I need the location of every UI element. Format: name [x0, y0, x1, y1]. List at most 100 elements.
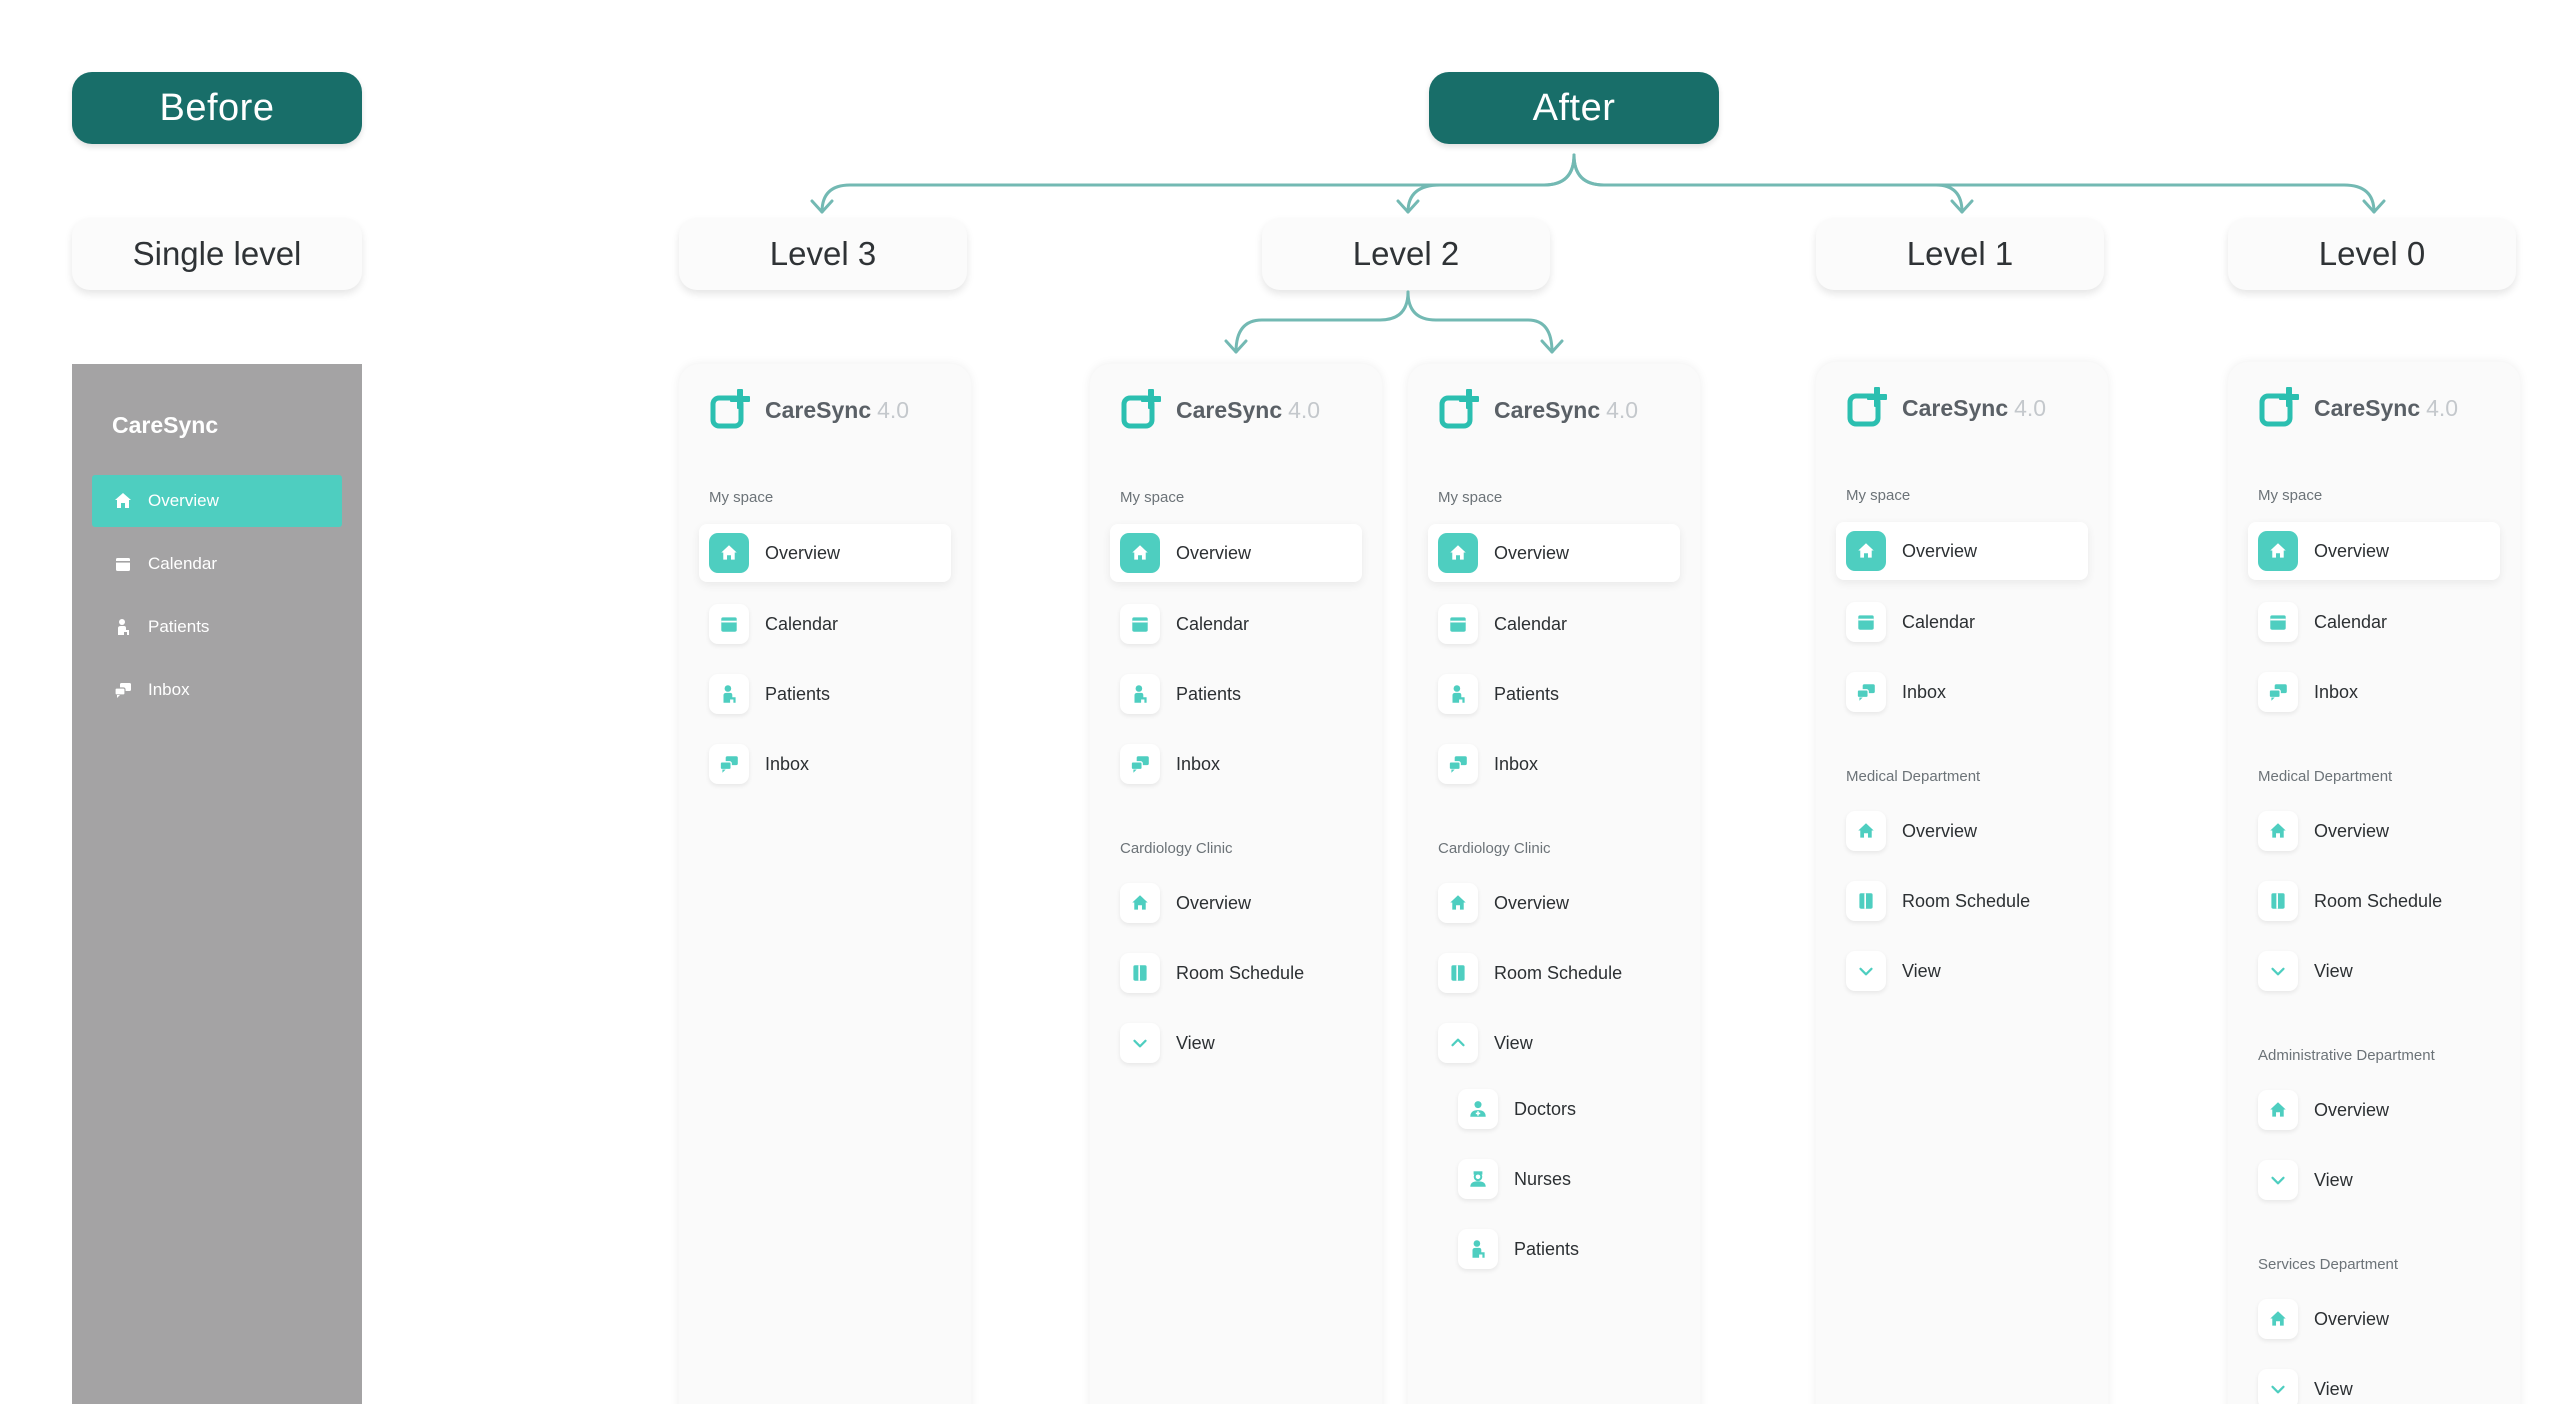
nav-item-room-schedule[interactable]: Room Schedule [1110, 944, 1362, 1002]
brand-name: CareSync [1176, 396, 1283, 423]
section-cardiology-clinic: Cardiology Clinic [1120, 840, 1233, 857]
nav-item-medical-view[interactable]: View [2248, 942, 2500, 1000]
logo-icon [1121, 389, 1161, 429]
nav-item-calendar[interactable]: Calendar [1110, 595, 1362, 653]
chevron-down-icon [2258, 951, 2298, 991]
before-item-overview[interactable]: Overview [92, 475, 342, 527]
before-item-patients[interactable]: Patients [92, 601, 342, 653]
nav-subitem-doctors[interactable]: Doctors [1448, 1080, 1680, 1138]
section-my-space: My space [1438, 489, 1503, 506]
before-item-label: Inbox [148, 680, 190, 699]
nav-item-calendar[interactable]: Calendar [1836, 593, 2088, 651]
nav-item-clinic-overview[interactable]: Overview [1110, 874, 1362, 932]
nav-item-admin-overview[interactable]: Overview [2248, 1081, 2500, 1139]
door-icon [2258, 881, 2298, 921]
nav-item-services-overview[interactable]: Overview [2248, 1290, 2500, 1348]
nav-item-patients[interactable]: Patients [699, 665, 951, 723]
nav-item-inbox[interactable]: Inbox [1110, 735, 1362, 793]
nav-item-overview[interactable]: Overview [699, 524, 951, 582]
panel-level-2-expanded: CareSync 4.0 My space Overview Calendar … [1408, 364, 1700, 1404]
section-my-space: My space [2258, 487, 2323, 504]
nav-item-overview[interactable]: Overview [2248, 522, 2500, 580]
brand-logo: CareSync 4.0 [1120, 388, 1320, 432]
nav-subitem-nurses[interactable]: Nurses [1448, 1150, 1680, 1208]
home-icon [1120, 533, 1160, 573]
nav-item-label: Calendar [1176, 613, 1250, 634]
nav-item-label: Patients [1176, 683, 1242, 704]
nav-item-patients[interactable]: Patients [1110, 665, 1362, 723]
nav-item-label: View [1902, 960, 1941, 981]
nav-item-label: Overview [1494, 542, 1570, 563]
inbox-icon [1846, 672, 1886, 712]
nav-item-calendar[interactable]: Calendar [2248, 593, 2500, 651]
nav-item-label: Inbox [765, 753, 810, 774]
nav-item-label: Overview [1902, 540, 1978, 561]
nav-item-label: Overview [1176, 892, 1252, 913]
chevron-down-icon [2258, 1369, 2298, 1404]
section-my-space: My space [709, 489, 774, 506]
patient-icon [709, 674, 749, 714]
nav-item-label: Patients [1494, 683, 1560, 704]
nav-item-view-toggle[interactable]: View [1110, 1014, 1362, 1072]
home-icon [2258, 811, 2298, 851]
door-icon [1846, 881, 1886, 921]
before-item-label: Overview [148, 491, 219, 510]
nav-item-clinic-overview[interactable]: Overview [1428, 874, 1680, 932]
brand-name: CareSync [765, 396, 872, 423]
nav-item-room-schedule[interactable]: Room Schedule [1428, 944, 1680, 1002]
calendar-icon [709, 604, 749, 644]
panel-level-1: CareSync 4.0 My space Overview Calendar … [1816, 362, 2108, 1404]
home-icon [1846, 811, 1886, 851]
nav-item-dept-overview[interactable]: Overview [1836, 802, 2088, 860]
before-item-inbox[interactable]: Inbox [92, 664, 342, 716]
nav-subitem-patients[interactable]: Patients [1448, 1220, 1680, 1278]
nav-item-overview[interactable]: Overview [1110, 524, 1362, 582]
nav-item-calendar[interactable]: Calendar [1428, 595, 1680, 653]
panel-level-0: CareSync 4.0 My space Overview Calendar … [2228, 362, 2520, 1404]
chevron-down-icon [1120, 1023, 1160, 1063]
brand-logo: CareSync 4.0 [1438, 388, 1638, 432]
panel-level-3: CareSync 4.0 My space Overview Calendar … [679, 364, 971, 1404]
nav-item-calendar[interactable]: Calendar [699, 595, 951, 653]
nav-item-label: Overview [765, 542, 841, 563]
nav-item-room-schedule[interactable]: Room Schedule [2248, 872, 2500, 930]
panel-level-2-collapsed: CareSync 4.0 My space Overview Calendar … [1090, 364, 1382, 1404]
inbox-icon [1120, 744, 1160, 784]
nav-item-patients[interactable]: Patients [1428, 665, 1680, 723]
section-my-space: My space [1846, 487, 1911, 504]
before-item-label: Patients [148, 617, 210, 636]
nav-item-label: Overview [1494, 892, 1570, 913]
nav-item-label: Calendar [1494, 613, 1568, 634]
nav-item-inbox[interactable]: Inbox [1428, 735, 1680, 793]
nav-item-view-toggle[interactable]: View [1428, 1014, 1680, 1072]
after-label: After [1429, 72, 1719, 144]
calendar-icon [2258, 602, 2298, 642]
chevron-up-icon [1438, 1023, 1478, 1063]
nav-item-view-toggle[interactable]: View [1836, 942, 2088, 1000]
nav-item-label: Room Schedule [1494, 962, 1623, 983]
logo-icon [2259, 387, 2299, 427]
nav-item-overview[interactable]: Overview [1428, 524, 1680, 582]
nav-item-medical-overview[interactable]: Overview [2248, 802, 2500, 860]
brand-version: 4.0 [1606, 396, 1639, 423]
brand-version: 4.0 [1288, 396, 1321, 423]
nav-item-inbox[interactable]: Inbox [699, 735, 951, 793]
brand-name: CareSync [1902, 394, 2009, 421]
nav-item-admin-view[interactable]: View [2248, 1151, 2500, 1209]
before-item-calendar[interactable]: Calendar [92, 538, 342, 590]
brand-name: CareSync [1494, 396, 1601, 423]
nav-item-inbox[interactable]: Inbox [2248, 663, 2500, 721]
section-cardiology-clinic: Cardiology Clinic [1438, 840, 1551, 857]
home-icon [112, 490, 134, 512]
home-icon [2258, 1299, 2298, 1339]
nav-item-inbox[interactable]: Inbox [1836, 663, 2088, 721]
door-icon [1120, 953, 1160, 993]
section-medical-department: Medical Department [2258, 768, 2393, 785]
nav-item-services-view[interactable]: View [2248, 1360, 2500, 1404]
nav-item-overview[interactable]: Overview [1836, 522, 2088, 580]
patient-icon [1458, 1229, 1498, 1269]
nav-item-label: View [1494, 1032, 1533, 1053]
nav-item-label: Room Schedule [1902, 890, 2031, 911]
nav-item-room-schedule[interactable]: Room Schedule [1836, 872, 2088, 930]
